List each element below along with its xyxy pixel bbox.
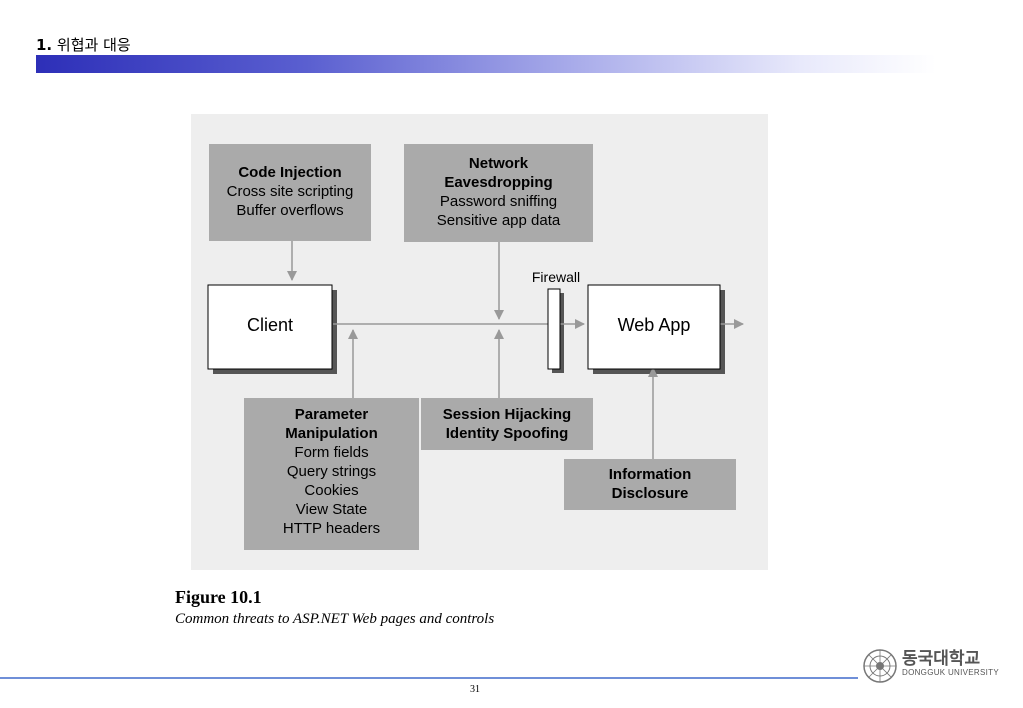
- client-box: [207, 284, 333, 370]
- footer-divider: [0, 677, 858, 679]
- figure-caption: Figure 10.1 Common threats to ASP.NET We…: [175, 587, 494, 628]
- figure-description: Common threats to ASP.NET Web pages and …: [175, 611, 495, 627]
- webapp-label: Web App: [617, 315, 691, 335]
- code-injection-box: [209, 144, 371, 241]
- session-hijacking-text: Session Hijacking Identity Spoofing: [442, 406, 572, 442]
- slide-title-text: 위협과 대응: [56, 36, 131, 54]
- figure-number: Figure 10.1: [175, 587, 262, 607]
- logo-english-name: DONGGUK UNIVERSITY: [902, 668, 999, 677]
- title-gradient-bar: [36, 55, 936, 73]
- university-emblem-icon: [863, 649, 897, 683]
- university-logo: 동국대학교 DONGGUK UNIVERSITY: [862, 644, 1012, 694]
- session-hijacking-box: [421, 398, 593, 450]
- slide-title-number: 1.: [36, 36, 53, 54]
- webapp-box: [587, 284, 721, 370]
- client-label: Client: [246, 315, 294, 335]
- network-eavesdropping-box: [404, 144, 593, 242]
- information-disclosure-text: Information Disclosure: [608, 466, 692, 502]
- firewall-label: Firewall: [531, 269, 581, 285]
- parameter-manipulation-text: Parameter Manipulation Form fields Query…: [282, 406, 381, 537]
- code-injection-text: Code Injection Cross site scripting Buff…: [226, 164, 354, 219]
- parameter-manipulation-box: [244, 398, 419, 550]
- firewall-bar: [547, 288, 561, 370]
- logo-korean-name: 동국대학교: [902, 649, 981, 669]
- slide-title: 1. 위협과 대응: [36, 34, 131, 55]
- threat-diagram: [207, 144, 744, 550]
- information-disclosure-box: [564, 459, 736, 510]
- page-number: 31: [470, 684, 480, 695]
- network-eavesdropping-text: Network Eavesdropping Password sniffing …: [436, 155, 561, 229]
- figure-panel: Code Injection Cross site scripting Buff…: [191, 114, 768, 570]
